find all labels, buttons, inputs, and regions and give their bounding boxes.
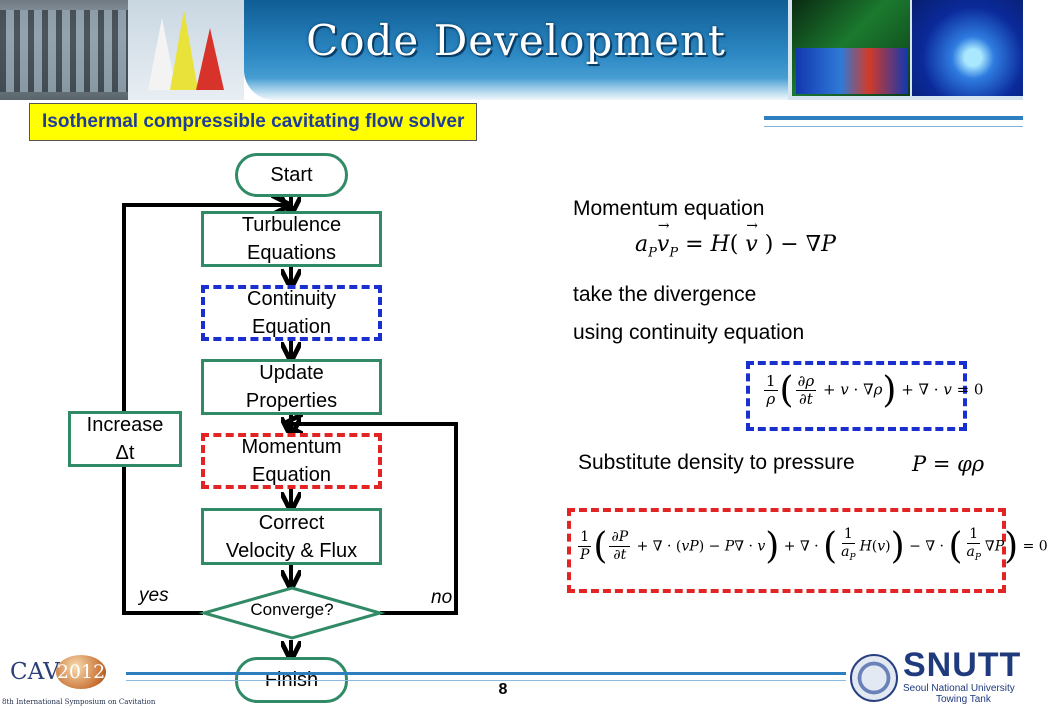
start-label: Start bbox=[270, 164, 313, 186]
continuity-equation-node: Continuity Equation bbox=[201, 285, 382, 341]
node-label-line2: Δt bbox=[115, 442, 135, 464]
momentum-equation-node: Momentum Equation bbox=[201, 433, 382, 489]
header-rule bbox=[764, 126, 1023, 127]
divergence-label: take the divergence bbox=[573, 283, 757, 306]
increase-dt-node: Increase Δt bbox=[68, 411, 182, 467]
no-label: no bbox=[431, 587, 453, 608]
node-label-line1: Continuity bbox=[247, 288, 336, 310]
footer-rule bbox=[126, 680, 846, 681]
node-label-line2: Properties bbox=[245, 390, 338, 412]
node-label-line2: Equation bbox=[252, 316, 331, 338]
node-label-line2: Equations bbox=[247, 242, 336, 264]
fraction: ∂ρ∂t bbox=[795, 372, 817, 408]
substitution-equation: P = φρ bbox=[912, 452, 985, 476]
snu-emblem-icon bbox=[850, 654, 898, 702]
header-band bbox=[244, 0, 788, 100]
cav-logo-text: CAV bbox=[10, 659, 60, 685]
turbulence-equations-node: Turbulence Equations bbox=[201, 211, 382, 267]
pressure-equation-box bbox=[567, 508, 1006, 593]
momentum-eq-term: aPv→P bbox=[635, 218, 679, 261]
node-label-line1: Turbulence bbox=[241, 214, 342, 236]
building-image bbox=[0, 10, 128, 92]
continuity-label: using continuity equation bbox=[573, 321, 805, 344]
continuity-equation-box bbox=[746, 361, 967, 431]
substitute-label: Substitute density to pressure bbox=[578, 451, 855, 474]
node-label-line2: Velocity & Flux bbox=[225, 539, 358, 562]
correct-velocity-flux-node: Correct Velocity & Flux bbox=[201, 508, 382, 565]
node-label-line1: Increase bbox=[86, 414, 164, 436]
node-label-line1: Correct bbox=[258, 511, 325, 534]
footer-rule bbox=[126, 672, 846, 675]
yes-label: yes bbox=[139, 585, 169, 606]
subtitle-banner: Isothermal compressible cavitating flow … bbox=[29, 103, 478, 141]
snu-dept: Towing Tank bbox=[936, 694, 991, 705]
slide-title: Code Development bbox=[306, 16, 726, 65]
fraction: ∂P∂t bbox=[609, 529, 631, 563]
converge-label: Converge? bbox=[250, 600, 334, 619]
header-photo-left bbox=[0, 0, 244, 100]
sail-image bbox=[170, 10, 198, 90]
sail-image bbox=[196, 28, 224, 90]
start-node: Start bbox=[235, 153, 348, 197]
node-label-line1: Momentum bbox=[241, 436, 342, 458]
cav-caption: 8th International Symposium on Cavitatio… bbox=[2, 698, 156, 706]
header-rule bbox=[764, 116, 1023, 120]
snutt-logo: SNUTT bbox=[903, 646, 1022, 684]
cfd-image bbox=[912, 0, 1023, 96]
decision-diamond bbox=[198, 586, 386, 640]
snu-name: Seoul National University bbox=[903, 683, 1015, 694]
converge-decision-node bbox=[198, 586, 386, 640]
node-label-line1: Update bbox=[259, 362, 324, 384]
update-properties-node: Update Properties bbox=[201, 359, 382, 415]
page-number: 8 bbox=[498, 681, 508, 698]
momentum-equation-label: Momentum equation bbox=[573, 197, 765, 220]
momentum-equation: aPv→P = H( v→ ) − ∇P bbox=[635, 218, 836, 261]
momentum-eq-rhs: = bbox=[685, 232, 711, 257]
cav-logo-year: 2012 bbox=[56, 655, 106, 689]
cfd-image bbox=[796, 48, 908, 94]
node-label-line2: Equation bbox=[252, 464, 331, 486]
slide-header: Code Development bbox=[0, 0, 1023, 100]
